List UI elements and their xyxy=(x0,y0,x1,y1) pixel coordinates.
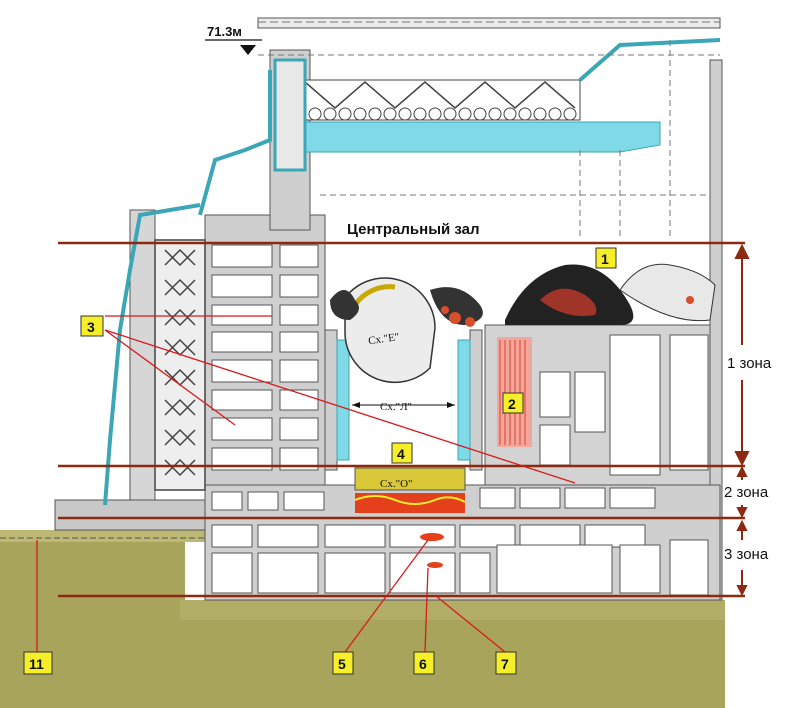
svg-text:5: 5 xyxy=(338,656,346,672)
lower-room-grid xyxy=(211,487,709,596)
ground xyxy=(0,530,800,708)
elevation-mark: 71.3м xyxy=(205,24,262,41)
roof-structure xyxy=(103,17,721,506)
badge-4: 4 xyxy=(391,442,413,464)
reactor-shaft xyxy=(336,339,471,461)
svg-text:1: 1 xyxy=(601,251,609,267)
svg-text:11: 11 xyxy=(29,656,44,672)
svg-text:6: 6 xyxy=(419,656,427,672)
zone-3-label: 3 зона xyxy=(724,546,769,563)
badge-1: 1 xyxy=(595,247,617,269)
badge-2: 2 xyxy=(502,392,524,414)
svg-text:3: 3 xyxy=(87,319,95,335)
corium-regions xyxy=(354,337,532,568)
zone-range-arrows xyxy=(734,243,750,597)
right-room-grid xyxy=(539,334,709,476)
badge-5: 5 xyxy=(332,651,354,675)
scheme-e-label: Сх."Е" xyxy=(367,331,400,347)
badge-11: 11 xyxy=(23,651,53,675)
scheme-o-label: Сх."О" xyxy=(380,478,413,490)
roof-tubes xyxy=(308,107,577,121)
svg-text:7: 7 xyxy=(501,656,509,672)
hall-title: Центральный зал xyxy=(347,221,480,238)
zone-2-label: 2 зона xyxy=(724,484,769,501)
zone-boundaries xyxy=(58,241,745,598)
badge-3: 3 xyxy=(80,315,104,337)
badge-6: 6 xyxy=(413,651,435,675)
leader-lines xyxy=(36,315,576,653)
svg-text:4: 4 xyxy=(397,446,405,462)
scheme-l-label: Сх."Л" xyxy=(380,401,412,413)
lattice-column xyxy=(154,239,206,491)
upper-biological-shield xyxy=(344,277,436,384)
badge-7: 7 xyxy=(495,651,517,675)
left-room-grid xyxy=(211,244,319,471)
debris-pile xyxy=(330,263,716,327)
svg-text:2: 2 xyxy=(508,396,516,412)
zone-1-label: 1 зона xyxy=(727,355,772,372)
elevation-label: 71.3м xyxy=(207,24,242,39)
